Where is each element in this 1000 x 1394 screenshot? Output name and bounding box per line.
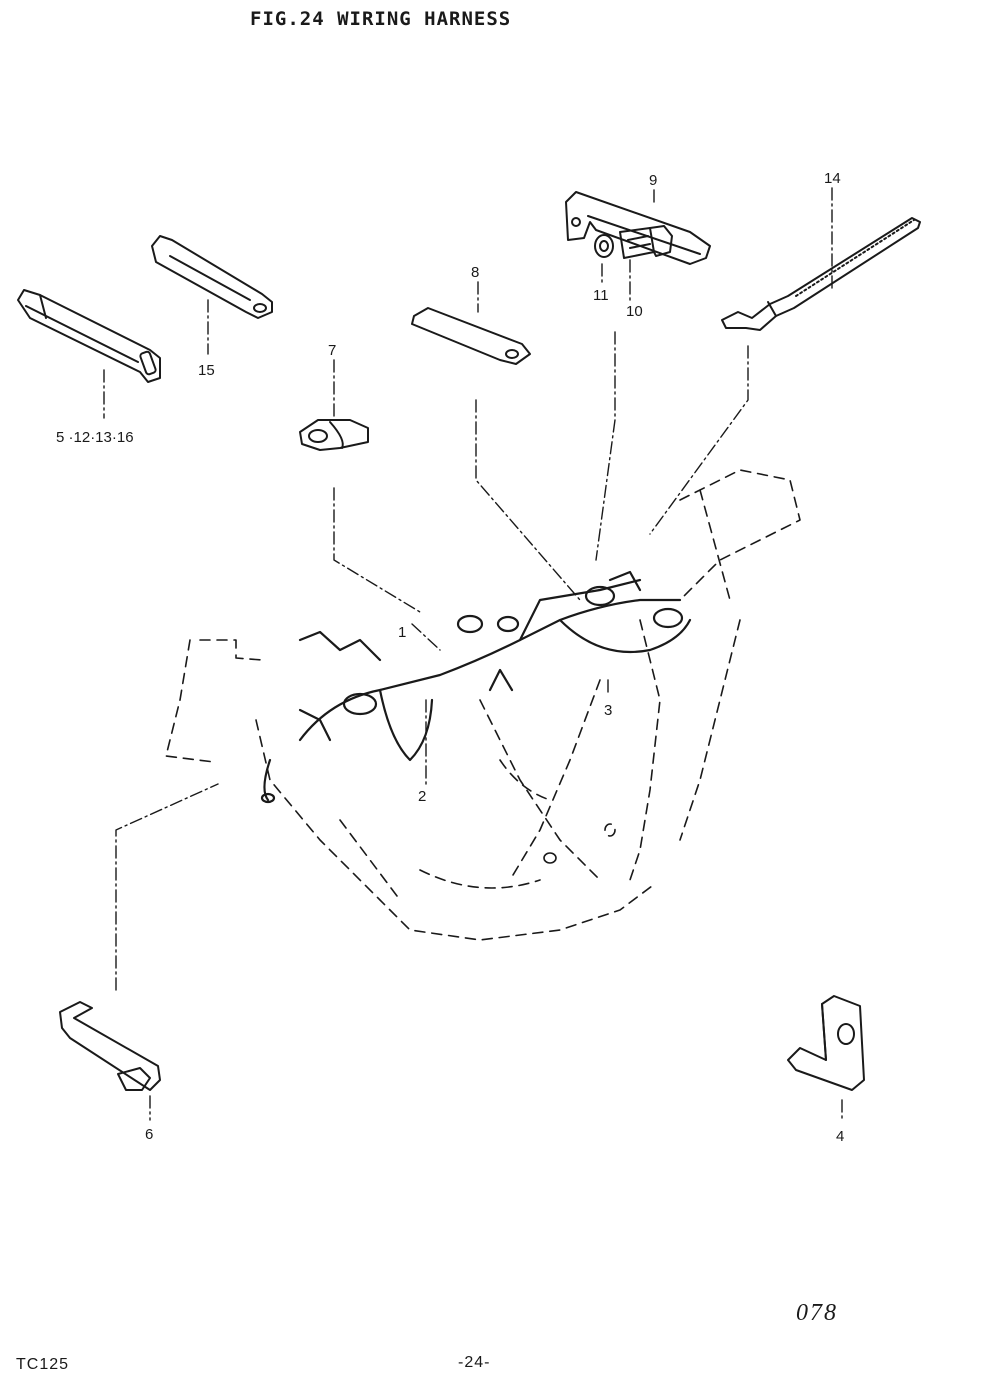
callout-3: 3: [604, 702, 613, 719]
model-code: TC125: [16, 1356, 70, 1373]
clamp-strap-part-15: [151, 235, 273, 319]
callout-1: 1: [398, 624, 407, 641]
washer-part-11: [594, 234, 614, 258]
callout-5-12-13-16: 5 ·12·13·16: [56, 429, 134, 446]
callout-2: 2: [418, 788, 427, 805]
callout-11: 11: [593, 287, 609, 304]
figure-title: FIG.24 WIRING HARNESS: [250, 8, 512, 30]
callout-9: 9: [649, 172, 658, 189]
callout-14: 14: [824, 170, 841, 187]
callout-6: 6: [145, 1126, 154, 1143]
cable-band-part-5: [17, 289, 161, 383]
callout-10: 10: [626, 303, 643, 320]
callout-8: 8: [471, 264, 480, 281]
sheet-number: 078: [796, 1300, 838, 1326]
wiring-harness: [260, 570, 692, 804]
bracket-part-9: [565, 191, 711, 265]
bolt-part-10: [619, 225, 673, 259]
callout-4: 4: [836, 1128, 845, 1145]
l-bracket-part-4: [787, 995, 865, 1091]
page-number: -24-: [458, 1354, 491, 1371]
frame-outline: [165, 469, 801, 941]
cable-tie-part-14: [721, 217, 921, 331]
leader-lines: [103, 187, 843, 1123]
wire-clamp-part-7: [299, 419, 369, 451]
callout-15: 15: [198, 362, 215, 379]
clamp-part-6: [59, 1001, 161, 1091]
callout-7: 7: [328, 342, 337, 359]
clamp-plate-part-8: [411, 307, 531, 365]
